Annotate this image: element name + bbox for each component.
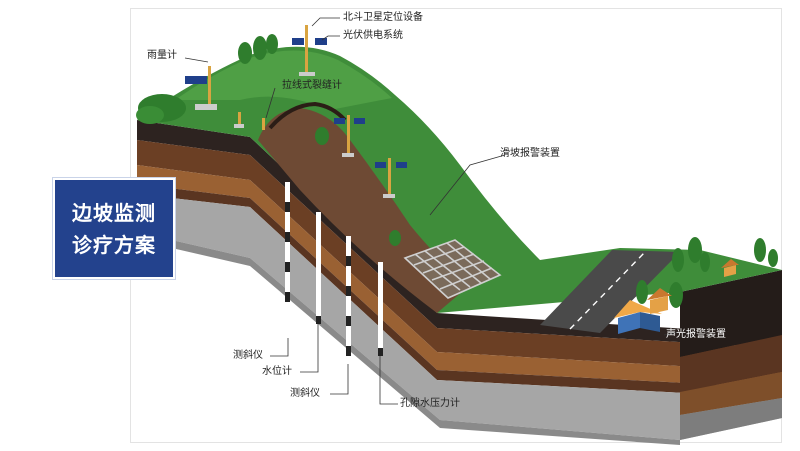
side-face-brown xyxy=(680,335,782,392)
title-line-2: 诊疗方案 xyxy=(72,232,156,257)
borehole-water-level xyxy=(316,212,321,324)
rain-gauge-station xyxy=(185,66,244,128)
house-small-right xyxy=(721,259,739,277)
label-landslide-alarm: 滑坡报警装置 xyxy=(500,148,560,159)
alarm-station-slope xyxy=(375,158,407,198)
side-face-orange xyxy=(680,372,782,415)
road xyxy=(540,250,680,333)
label-inclinometer-1: 测斜仪 xyxy=(233,350,263,361)
label-inclinometer-2: 测斜仪 xyxy=(290,388,320,399)
label-solar: 光伏供电系统 xyxy=(343,30,403,41)
beidou-station-top xyxy=(292,25,327,76)
label-pore-pressure: 孔隙水压力计 xyxy=(400,398,460,409)
beidou-station-mid xyxy=(334,115,365,157)
stratum-topsoil xyxy=(137,120,782,348)
trees-right xyxy=(636,237,778,308)
house-orange xyxy=(647,288,672,314)
side-face-rock xyxy=(680,398,782,440)
title-box: 边坡监测 诊疗方案 xyxy=(53,178,175,279)
borehole-inclinometer-1 xyxy=(285,182,290,337)
trees-slope xyxy=(315,127,401,246)
label-sound-light-alarm: 声光报警装置 xyxy=(666,329,726,340)
label-rain-gauge: 雨量计 xyxy=(147,50,177,61)
bush-left-2 xyxy=(136,106,164,124)
borehole-inclinometer-2 xyxy=(346,236,351,364)
crack-meter-post xyxy=(262,118,265,130)
trees-hilltop xyxy=(238,34,278,64)
side-face-topsoil xyxy=(680,270,782,357)
borehole-pore-pressure xyxy=(378,262,383,356)
label-crack-meter: 拉线式裂缝计 xyxy=(282,80,342,91)
title-line-1: 边坡监测 xyxy=(72,200,156,225)
stratum-orange xyxy=(137,165,782,388)
stratum-rock xyxy=(137,194,782,440)
label-water-level: 水位计 xyxy=(262,366,292,377)
road-centerline xyxy=(569,250,647,330)
retaining-grid xyxy=(403,239,502,299)
leader-lines xyxy=(184,17,681,405)
hill-grass-highlight xyxy=(175,50,392,110)
house-blue xyxy=(614,300,662,334)
landslide-crack xyxy=(268,101,347,130)
label-beidou: 北斗卫星定位设备 xyxy=(343,12,423,23)
